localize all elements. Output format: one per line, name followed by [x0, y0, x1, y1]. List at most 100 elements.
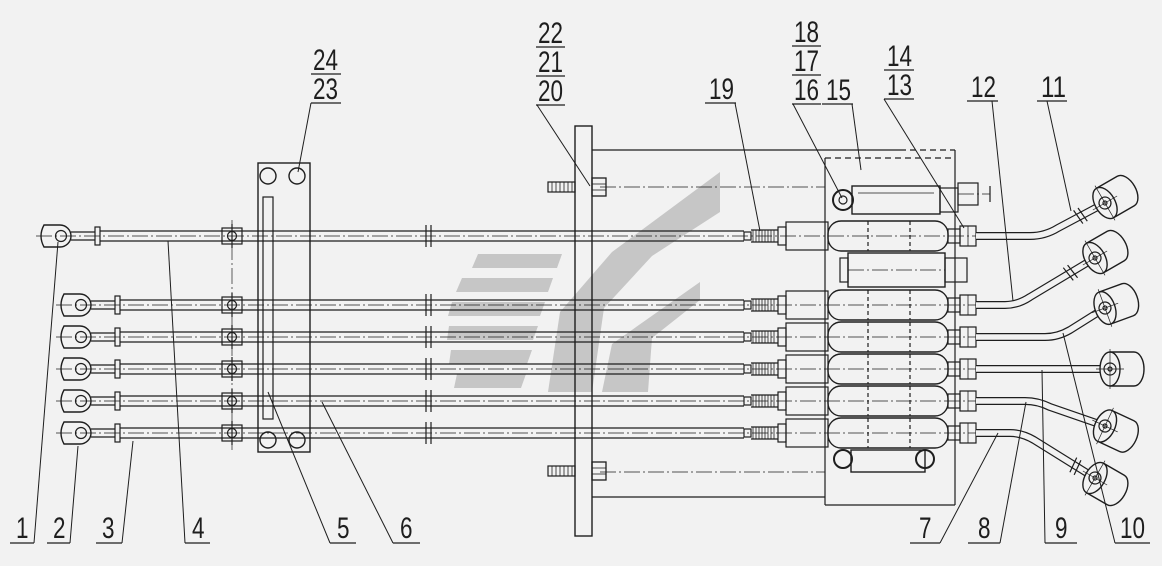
hand-lever-4 — [976, 349, 1145, 389]
bolt-nut — [591, 461, 607, 481]
knob-body — [60, 389, 92, 413]
callout-bottom-2: 2 — [47, 445, 79, 545]
thread-neck — [743, 428, 752, 438]
valve-mid-block — [839, 252, 968, 288]
bracket-hole — [288, 431, 306, 449]
callout-number-24: 24 — [313, 44, 338, 77]
knob-axis — [1096, 407, 1114, 445]
thread-neck — [743, 396, 752, 406]
control-rod-2 — [56, 289, 1000, 321]
control-rod-5 — [56, 385, 1000, 417]
control-rod-1 — [36, 220, 1000, 252]
handle-knob — [60, 357, 121, 381]
knob-collar — [114, 359, 121, 379]
threaded-end — [743, 229, 778, 243]
callout-number-11: 11 — [1041, 71, 1066, 104]
lever-break-mark — [1062, 264, 1079, 281]
cover-bolt-core — [838, 195, 848, 205]
knob-ball — [74, 298, 88, 312]
handle-knob — [60, 389, 121, 413]
cover-bolt-head — [832, 189, 854, 211]
flange-plate — [574, 125, 593, 537]
knob-collar — [114, 391, 121, 411]
logo-watermark-icon — [447, 172, 720, 392]
lever-break-mark — [1069, 457, 1082, 476]
thread-neck — [743, 300, 752, 310]
lever-knob — [1092, 174, 1139, 221]
rod-clevis — [221, 293, 243, 317]
rod-clevis — [221, 421, 243, 445]
break-line — [1062, 267, 1074, 281]
knob-ball — [74, 330, 88, 344]
bracket-hole — [259, 167, 277, 185]
callout-number-20: 20 — [538, 75, 563, 108]
callout-number-7: 7 — [919, 512, 932, 545]
knob-body — [60, 325, 92, 349]
lever-knob — [1091, 282, 1140, 327]
leader-line — [1062, 332, 1116, 544]
hand-lever-2 — [976, 229, 1129, 309]
hand-lever-5 — [976, 397, 1139, 453]
knob-neck — [91, 396, 115, 406]
leader-line — [1046, 100, 1072, 212]
break-line — [1073, 209, 1084, 224]
hand-lever-3 — [976, 282, 1140, 341]
knob-body — [60, 421, 92, 445]
break-line — [1069, 457, 1078, 473]
leader-line — [167, 240, 186, 544]
threaded-end — [743, 362, 778, 376]
handle-knob — [60, 325, 121, 349]
control-rod-6 — [56, 417, 1000, 449]
lever-fill — [976, 305, 1107, 340]
callout-number-22: 22 — [538, 17, 563, 50]
leader-line — [33, 241, 59, 544]
valve-top-cover — [832, 182, 991, 215]
rod-clevis — [221, 224, 243, 248]
callout-number-13: 13 — [887, 69, 912, 102]
mid-block-nut — [839, 257, 849, 283]
callout-number-8: 8 — [978, 512, 991, 545]
callout-number-1: 1 — [16, 512, 29, 545]
handle-knob — [60, 293, 121, 317]
knob-neck — [91, 364, 115, 374]
callout-number-23: 23 — [313, 73, 338, 106]
knob-collar — [114, 423, 121, 443]
handle-knob — [40, 224, 101, 248]
callout-bottom-1: 1 — [10, 241, 59, 545]
break-line — [1067, 264, 1079, 279]
bracket-slot — [262, 196, 274, 420]
leader-line — [121, 440, 134, 544]
bracket-plate — [257, 162, 311, 453]
knob-axis — [1094, 185, 1116, 221]
leader-line — [297, 102, 312, 173]
bolt-shank — [547, 465, 576, 477]
thread-neck — [743, 231, 752, 241]
knob-axis — [1084, 240, 1106, 276]
watermark-shape — [448, 302, 545, 316]
lever-fill — [976, 255, 1097, 308]
flange-bolt — [547, 461, 607, 481]
watermark-shape — [449, 350, 532, 364]
lever-knob — [1082, 460, 1129, 507]
watermark-shape — [472, 254, 562, 268]
callout-number-4: 4 — [192, 512, 205, 545]
lever-knob — [1092, 407, 1139, 453]
leader-line — [851, 103, 862, 171]
bolt-shank — [547, 181, 576, 193]
callout-bottom-9: 9 — [1041, 369, 1077, 545]
threaded-end — [743, 426, 778, 440]
lever-outline — [976, 254, 1098, 309]
lever-knob — [1082, 229, 1129, 276]
bottom-cover-body — [850, 449, 926, 473]
lever-knob — [1096, 349, 1145, 389]
knob-neck — [71, 231, 95, 241]
bottom-cover-bolt — [915, 449, 935, 469]
top-cover-body — [851, 185, 941, 215]
callout-bottom-6: 6 — [321, 401, 420, 545]
control-valve-assembly — [36, 125, 1145, 537]
knob-neck — [91, 300, 115, 310]
